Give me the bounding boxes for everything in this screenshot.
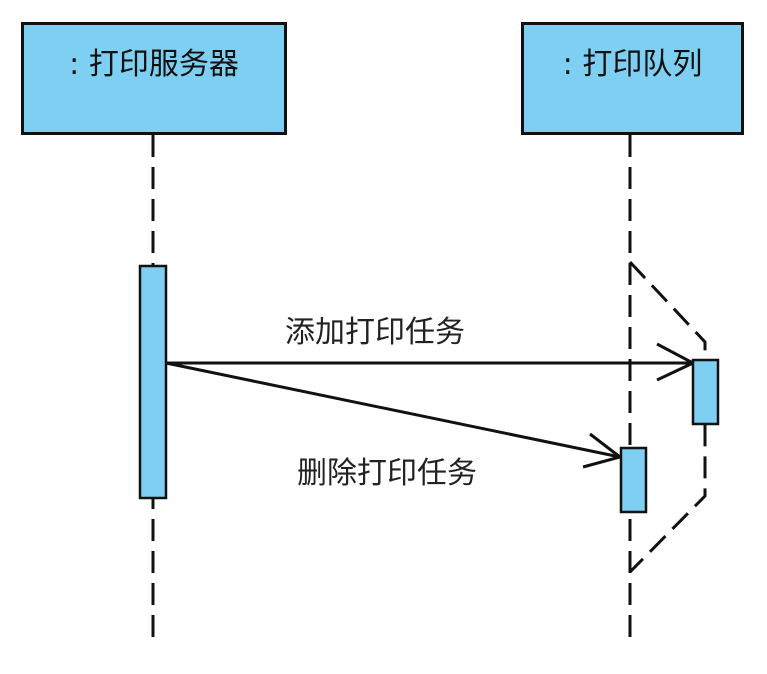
activation-queue-add — [691, 358, 720, 426]
activation-queue-delete — [619, 446, 648, 514]
activation-print-server — [138, 264, 168, 500]
object-print-server: : 打印服务器 — [21, 22, 287, 135]
message-delete-arrow-line — [165, 361, 621, 459]
object-print-queue-label: : 打印队列 — [562, 47, 703, 82]
object-print-queue: : 打印队列 — [521, 22, 744, 135]
message-delete-label: 删除打印任务 — [297, 456, 477, 491]
object-print-server-label: : 打印服务器 — [69, 47, 239, 82]
message-add-label: 添加打印任务 — [285, 315, 465, 350]
